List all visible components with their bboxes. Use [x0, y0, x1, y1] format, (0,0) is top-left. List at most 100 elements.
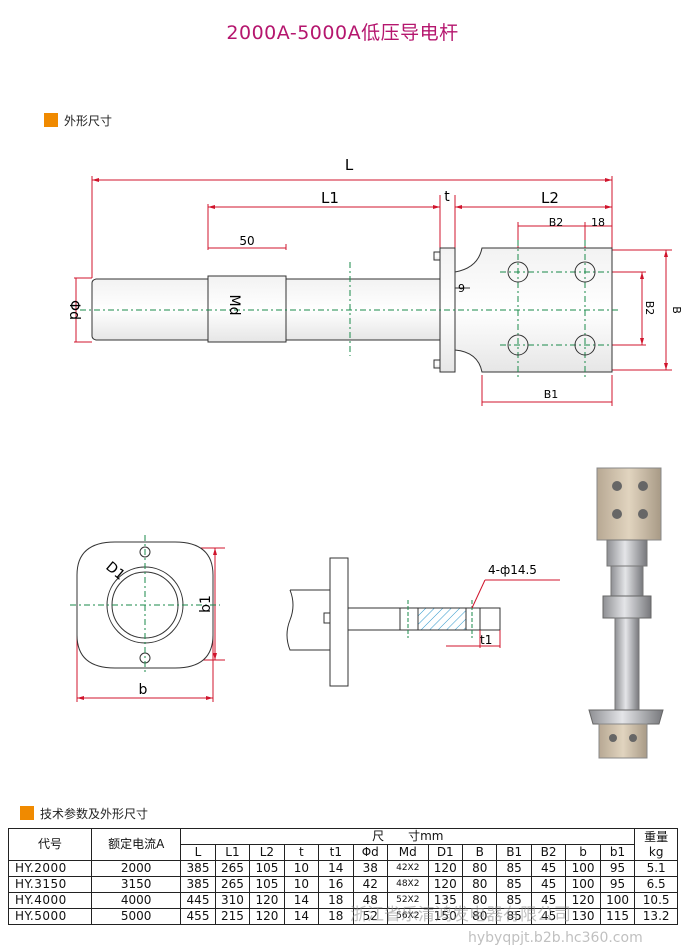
table-cell: 14 — [283, 892, 320, 909]
column-header: t1 — [318, 844, 354, 861]
table-cell: 14 — [283, 908, 320, 925]
header-size: 尺 寸mm — [180, 828, 636, 845]
column-header: Φd — [352, 844, 389, 861]
table-cell: 45 — [530, 860, 567, 877]
table-cell: 56X2 — [387, 908, 429, 925]
header-weight-label: 重量 — [644, 829, 669, 844]
table-cell: 2000 — [91, 860, 182, 877]
table-cell: 85 — [496, 876, 532, 893]
section-marker-2 — [20, 806, 34, 820]
table-cell: 265 — [214, 860, 251, 877]
table-cell: 18 — [318, 892, 354, 909]
table-cell: 42X2 — [387, 860, 429, 877]
table-cell: 445 — [180, 892, 216, 909]
header-weight-unit: kg — [648, 844, 664, 859]
header-weight: 重量 kg — [634, 828, 678, 861]
table-cell: 95 — [599, 876, 636, 893]
table-cell: 95 — [599, 860, 636, 877]
table-cell: HY.2000 — [7, 860, 93, 877]
table-cell: 80 — [461, 860, 498, 877]
table-cell: 52 — [352, 908, 389, 925]
table-cell: 215 — [214, 908, 251, 925]
table-cell: 120 — [249, 908, 285, 925]
table-cell: 105 — [249, 860, 285, 877]
table-cell: 265 — [214, 876, 251, 893]
column-header: D1 — [427, 844, 463, 861]
dim-holes: 4-ф14.5 — [488, 563, 537, 577]
table-cell: 5.1 — [634, 860, 678, 877]
table-cell: 115 — [599, 908, 636, 925]
table-cell: 45 — [530, 876, 567, 893]
dim-B1: B1 — [544, 388, 559, 401]
column-header: L1 — [214, 844, 251, 861]
table-cell: HY.4000 — [7, 892, 93, 909]
column-header: B1 — [496, 844, 532, 861]
dim-t1: t1 — [480, 633, 492, 647]
table-cell: 80 — [461, 908, 498, 925]
flange-front-view: D1 b1 b — [70, 535, 225, 702]
table-cell: 42 — [352, 876, 389, 893]
dim-L2: L2 — [541, 189, 559, 207]
dim-Md: Md — [226, 295, 242, 316]
column-header: B — [461, 844, 498, 861]
table-cell: 455 — [180, 908, 216, 925]
section-title-specs: 技术参数及外形尺寸 — [40, 807, 149, 821]
table-cell: 385 — [180, 860, 216, 877]
table-cell: 48X2 — [387, 876, 429, 893]
header-current: 额定电流A — [91, 828, 182, 861]
dim-b1: b1 — [198, 595, 214, 613]
column-header: L2 — [249, 844, 285, 861]
table-cell: 105 — [249, 876, 285, 893]
side-view-drawing: L L1 t L2 B2 18 50 9 B1 Φd Md B2 B — [66, 156, 683, 406]
section-title-outline: 外形尺寸 — [64, 114, 113, 128]
table-cell: 100 — [565, 860, 601, 877]
dim-B2-side: B2 — [643, 301, 656, 316]
column-header: L — [180, 844, 216, 861]
page-title: 2000A-5000A低压导电杆 — [226, 22, 459, 44]
dim-B2-top: B2 — [549, 216, 564, 229]
dim-L: L — [345, 156, 354, 174]
column-header: b — [565, 844, 601, 861]
table-cell: 100 — [599, 892, 636, 909]
table-cell: 5000 — [91, 908, 182, 925]
table-cell: 120 — [249, 892, 285, 909]
table-cell: 80 — [461, 892, 498, 909]
section-detail-view: 4-ф14.5 t1 — [286, 557, 560, 687]
watermark-text: 浙江省乐清鸿发电器有限公司 — [350, 905, 571, 925]
table-cell: HY.3150 — [7, 876, 93, 893]
table-cell: 310 — [214, 892, 251, 909]
dim-50: 50 — [239, 234, 254, 248]
dim-9: 9 — [458, 282, 465, 295]
table-cell: 120 — [427, 860, 463, 877]
table-cell: 130 — [565, 908, 601, 925]
table-cell: 13.2 — [634, 908, 678, 925]
column-header: t — [283, 844, 320, 861]
column-header: Md — [387, 844, 429, 861]
dim-L1: L1 — [321, 189, 339, 207]
table-cell: 150 — [427, 908, 463, 925]
table-cell: 10.5 — [634, 892, 678, 909]
table-cell: 385 — [180, 876, 216, 893]
table-cell: 120 — [427, 876, 463, 893]
dim-b: b — [139, 682, 148, 698]
table-cell: 120 — [565, 892, 601, 909]
table-cell: 10 — [283, 876, 320, 893]
table-cell: 80 — [461, 876, 498, 893]
product-photo — [588, 467, 664, 759]
table-cell: 18 — [318, 908, 354, 925]
table-cell: 6.5 — [634, 876, 678, 893]
table-cell: 16 — [318, 876, 354, 893]
dim-t: t — [444, 189, 450, 205]
table-cell: 10 — [283, 860, 320, 877]
dim-B: B — [670, 306, 683, 314]
table-cell: 3150 — [91, 876, 182, 893]
column-header: B2 — [530, 844, 567, 861]
table-cell: 85 — [496, 860, 532, 877]
